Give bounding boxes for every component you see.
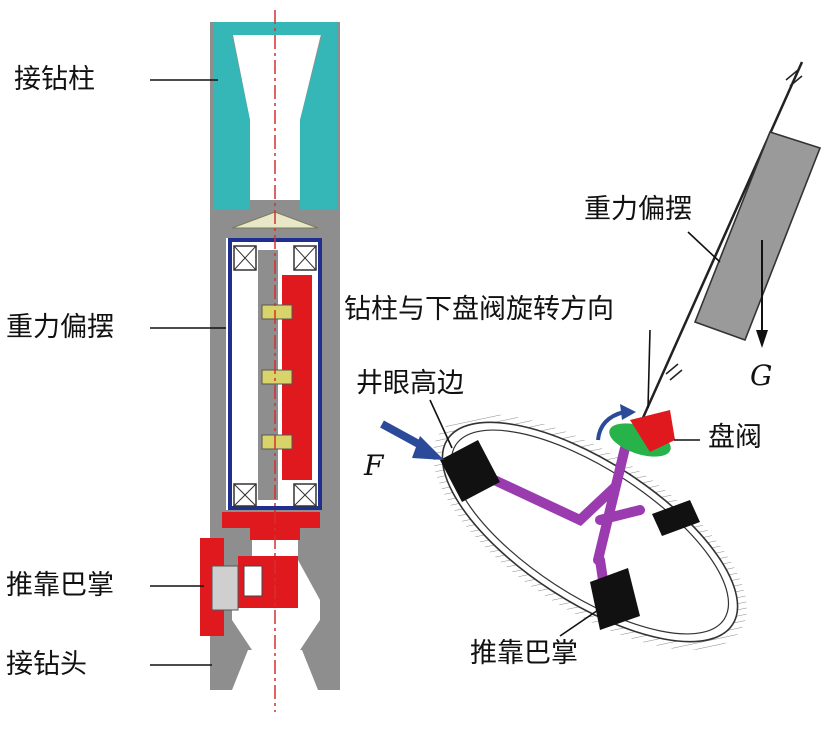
pendulum-rod xyxy=(640,61,804,421)
label-push-pad: 推靠巴掌 xyxy=(6,570,114,601)
lower-valve xyxy=(222,512,320,540)
disc-valve-red xyxy=(630,410,675,452)
rotation-arrow xyxy=(596,410,625,441)
label-gravity-pendulum: 重力偏摆 xyxy=(6,312,114,343)
label-push-pad-right: 推靠巴掌 xyxy=(470,638,578,669)
label-rotation-direction: 钻柱与下盘阀旋转方向 xyxy=(344,294,614,325)
pad-bottom xyxy=(590,568,640,630)
borehole-inner xyxy=(450,429,730,635)
tool-cross-section xyxy=(200,10,340,712)
label-force: F xyxy=(364,449,384,482)
piston-block-inner xyxy=(243,565,263,597)
pendulum-weight xyxy=(693,131,822,342)
label-gravity: G xyxy=(750,359,773,392)
drill-string-joint-part xyxy=(213,22,337,210)
pad-high-side xyxy=(440,440,500,502)
schematic-3d xyxy=(380,61,822,650)
label-drill-string-joint: 接钻柱 xyxy=(14,64,95,95)
label-disc-valve: 盘阀 xyxy=(708,422,762,453)
label-gravity-pendulum-right: 重力偏摆 xyxy=(584,194,692,225)
push-pad-mount xyxy=(211,565,239,611)
pad-right xyxy=(652,500,700,536)
label-high-side: 井眼高边 xyxy=(356,368,464,399)
upper-bore xyxy=(232,30,322,200)
label-bit-joint: 接钻头 xyxy=(6,649,87,680)
bolts xyxy=(261,304,293,450)
left-leaders xyxy=(150,79,226,666)
right-leaders xyxy=(429,231,721,637)
